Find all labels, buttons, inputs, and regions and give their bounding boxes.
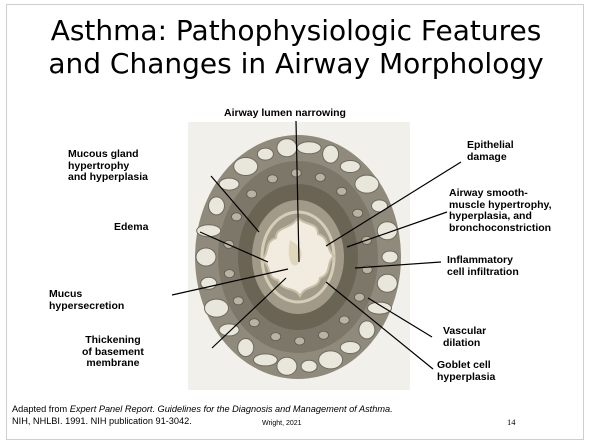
tissue-cell [277,139,297,157]
tissue-cell [209,197,225,215]
tissue-cell [319,351,343,369]
source-citation: Adapted from Expert Panel Report. Guidel… [12,403,393,427]
label-mucus-hypersecretion: Mucus hypersecretion [49,289,124,312]
label-edema: Edema [114,222,148,234]
gland-cell [249,319,259,327]
tissue-cell [368,302,392,314]
tissue-cell [234,158,258,176]
tissue-cell [340,342,360,354]
gland-cell [355,293,365,301]
label-vascular-dilation: Vascular dilation [443,326,486,349]
tissue-cell [372,200,388,212]
tissue-cell [301,360,317,372]
citation-title: Expert Panel Report. Guidelines for the … [70,404,393,414]
gland-cell [271,333,281,341]
label-airway-lumen-narrowing: Airway lumen narrowing [224,108,346,120]
gland-cell [353,209,363,217]
gland-cell [295,337,305,345]
tissue-cell [253,354,277,366]
gland-cell [224,270,234,278]
label-goblet-cell: Goblet cell hyperplasia [437,360,495,383]
tissue-cell [277,357,297,375]
gland-cell [339,316,349,324]
page-number: 14 [507,417,516,427]
label-smooth-muscle: Airway smooth- muscle hypertrophy, hyper… [449,188,552,234]
tissue-cell [257,148,273,160]
gland-cell [291,169,301,177]
label-mucous-gland: Mucous gland hypertrophy and hyperplasia [68,149,148,184]
gland-cell [232,213,242,221]
gland-cell [315,173,325,181]
tissue-cell [205,299,229,317]
label-epithelial-damage: Epithelial damage [467,140,514,163]
gland-cell [268,175,278,183]
gland-cell [247,190,257,198]
tissue-cell [238,339,254,357]
gland-cell [233,297,243,305]
label-basement-membrane: Thickening of basement membrane [82,335,144,370]
citation-prefix: Adapted from [12,404,70,414]
label-inflammatory: Inflammatory cell infiltration [447,255,519,278]
credit: Wright, 2021 [262,420,302,427]
tissue-cell [297,142,321,154]
tissue-cell [323,145,339,163]
tissue-cell [340,161,360,173]
citation-line-2: NIH, NHLBI. 1991. NIH publication 91-304… [12,415,393,427]
tissue-cell [355,175,379,193]
tissue-cell [359,321,375,339]
gland-cell [337,187,347,195]
gland-cell [319,331,329,339]
tissue-cell [197,225,221,237]
tissue-cell [382,251,398,263]
tissue-cell [196,248,216,266]
tissue-cell [377,274,397,292]
